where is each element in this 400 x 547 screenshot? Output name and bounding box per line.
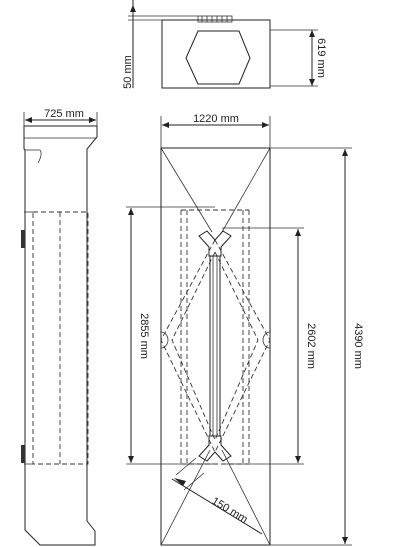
top-view: 50 mm 619 mm: [122, 0, 327, 89]
bottom-fitting: [198, 435, 232, 462]
dim-cut-width-label: 150 mm: [209, 495, 249, 526]
side-hinge-top: [21, 230, 25, 248]
hexagon-outlet: [185, 30, 251, 85]
dim-width-front-label: 1220 mm: [193, 113, 239, 125]
top-view-connector: [197, 15, 233, 23]
side-view: 725 mm: [21, 108, 98, 546]
dashed-diamond: [160, 239, 271, 454]
dim-height-small-label: 50 mm: [122, 55, 134, 89]
dim-depth-top-label: 619 mm: [315, 38, 327, 78]
side-hinge-bottom: [21, 445, 25, 463]
top-fitting: [198, 230, 232, 257]
dim-width-side-label: 725 mm: [44, 108, 84, 120]
top-view-outline: [161, 19, 271, 89]
dim-cut-width-line: [171, 478, 263, 535]
dim-span-inner-label: 2602 mm: [305, 323, 317, 369]
central-tube: [209, 255, 221, 437]
side-view-inner: [32, 211, 89, 465]
side-view-outline: [23, 125, 98, 546]
dim-height-total-label: 4390 mm: [352, 323, 364, 369]
front-view-outline: [160, 147, 271, 546]
front-view: 1220 mm 2855 mm 2602 mm 4390 mm 150 mm: [126, 113, 364, 546]
dim-span-outer-label: 2855 mm: [138, 313, 150, 359]
